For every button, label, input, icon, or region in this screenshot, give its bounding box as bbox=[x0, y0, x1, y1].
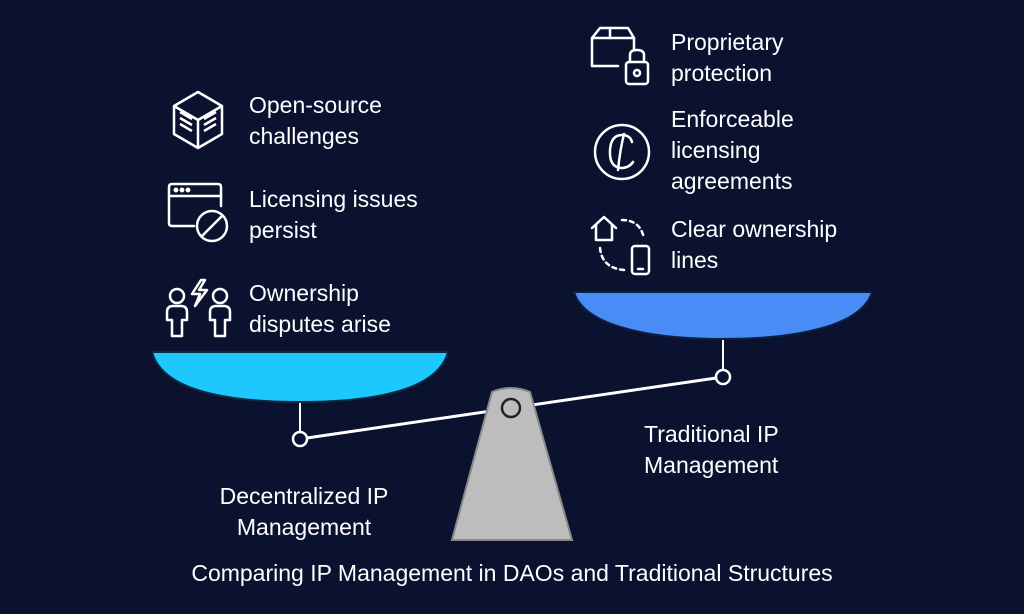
licensing-issues-label: Licensing issues persist bbox=[249, 186, 418, 243]
left-pan bbox=[150, 351, 450, 404]
enforceable-licensing-label: Enforceable licensing agreements bbox=[671, 106, 794, 194]
fulcrum bbox=[450, 387, 574, 541]
box-lock-icon bbox=[588, 24, 654, 90]
left-beam-ring bbox=[291, 430, 309, 448]
browser-blocked-icon bbox=[166, 180, 232, 246]
cube-icon bbox=[170, 88, 226, 152]
diagram-title: Comparing IP Management in DAOs and Trad… bbox=[191, 560, 833, 586]
right-beam-ring bbox=[714, 368, 732, 386]
home-device-sync-icon bbox=[588, 212, 658, 278]
fulcrum-pivot bbox=[500, 397, 522, 419]
open-source-challenges-label: Open-source challenges bbox=[249, 92, 382, 149]
clear-ownership-label: Clear ownership lines bbox=[671, 216, 838, 273]
proprietary-protection-label: Proprietary protection bbox=[671, 29, 784, 86]
copyright-icon bbox=[590, 120, 654, 184]
traditional-ip-label: Traditional IP Management bbox=[644, 421, 779, 478]
people-conflict-icon bbox=[163, 276, 235, 340]
right-pan bbox=[572, 291, 874, 341]
decentralized-ip-label: Decentralized IP Management bbox=[219, 483, 389, 540]
ownership-disputes-label: Ownership disputes arise bbox=[249, 280, 391, 337]
